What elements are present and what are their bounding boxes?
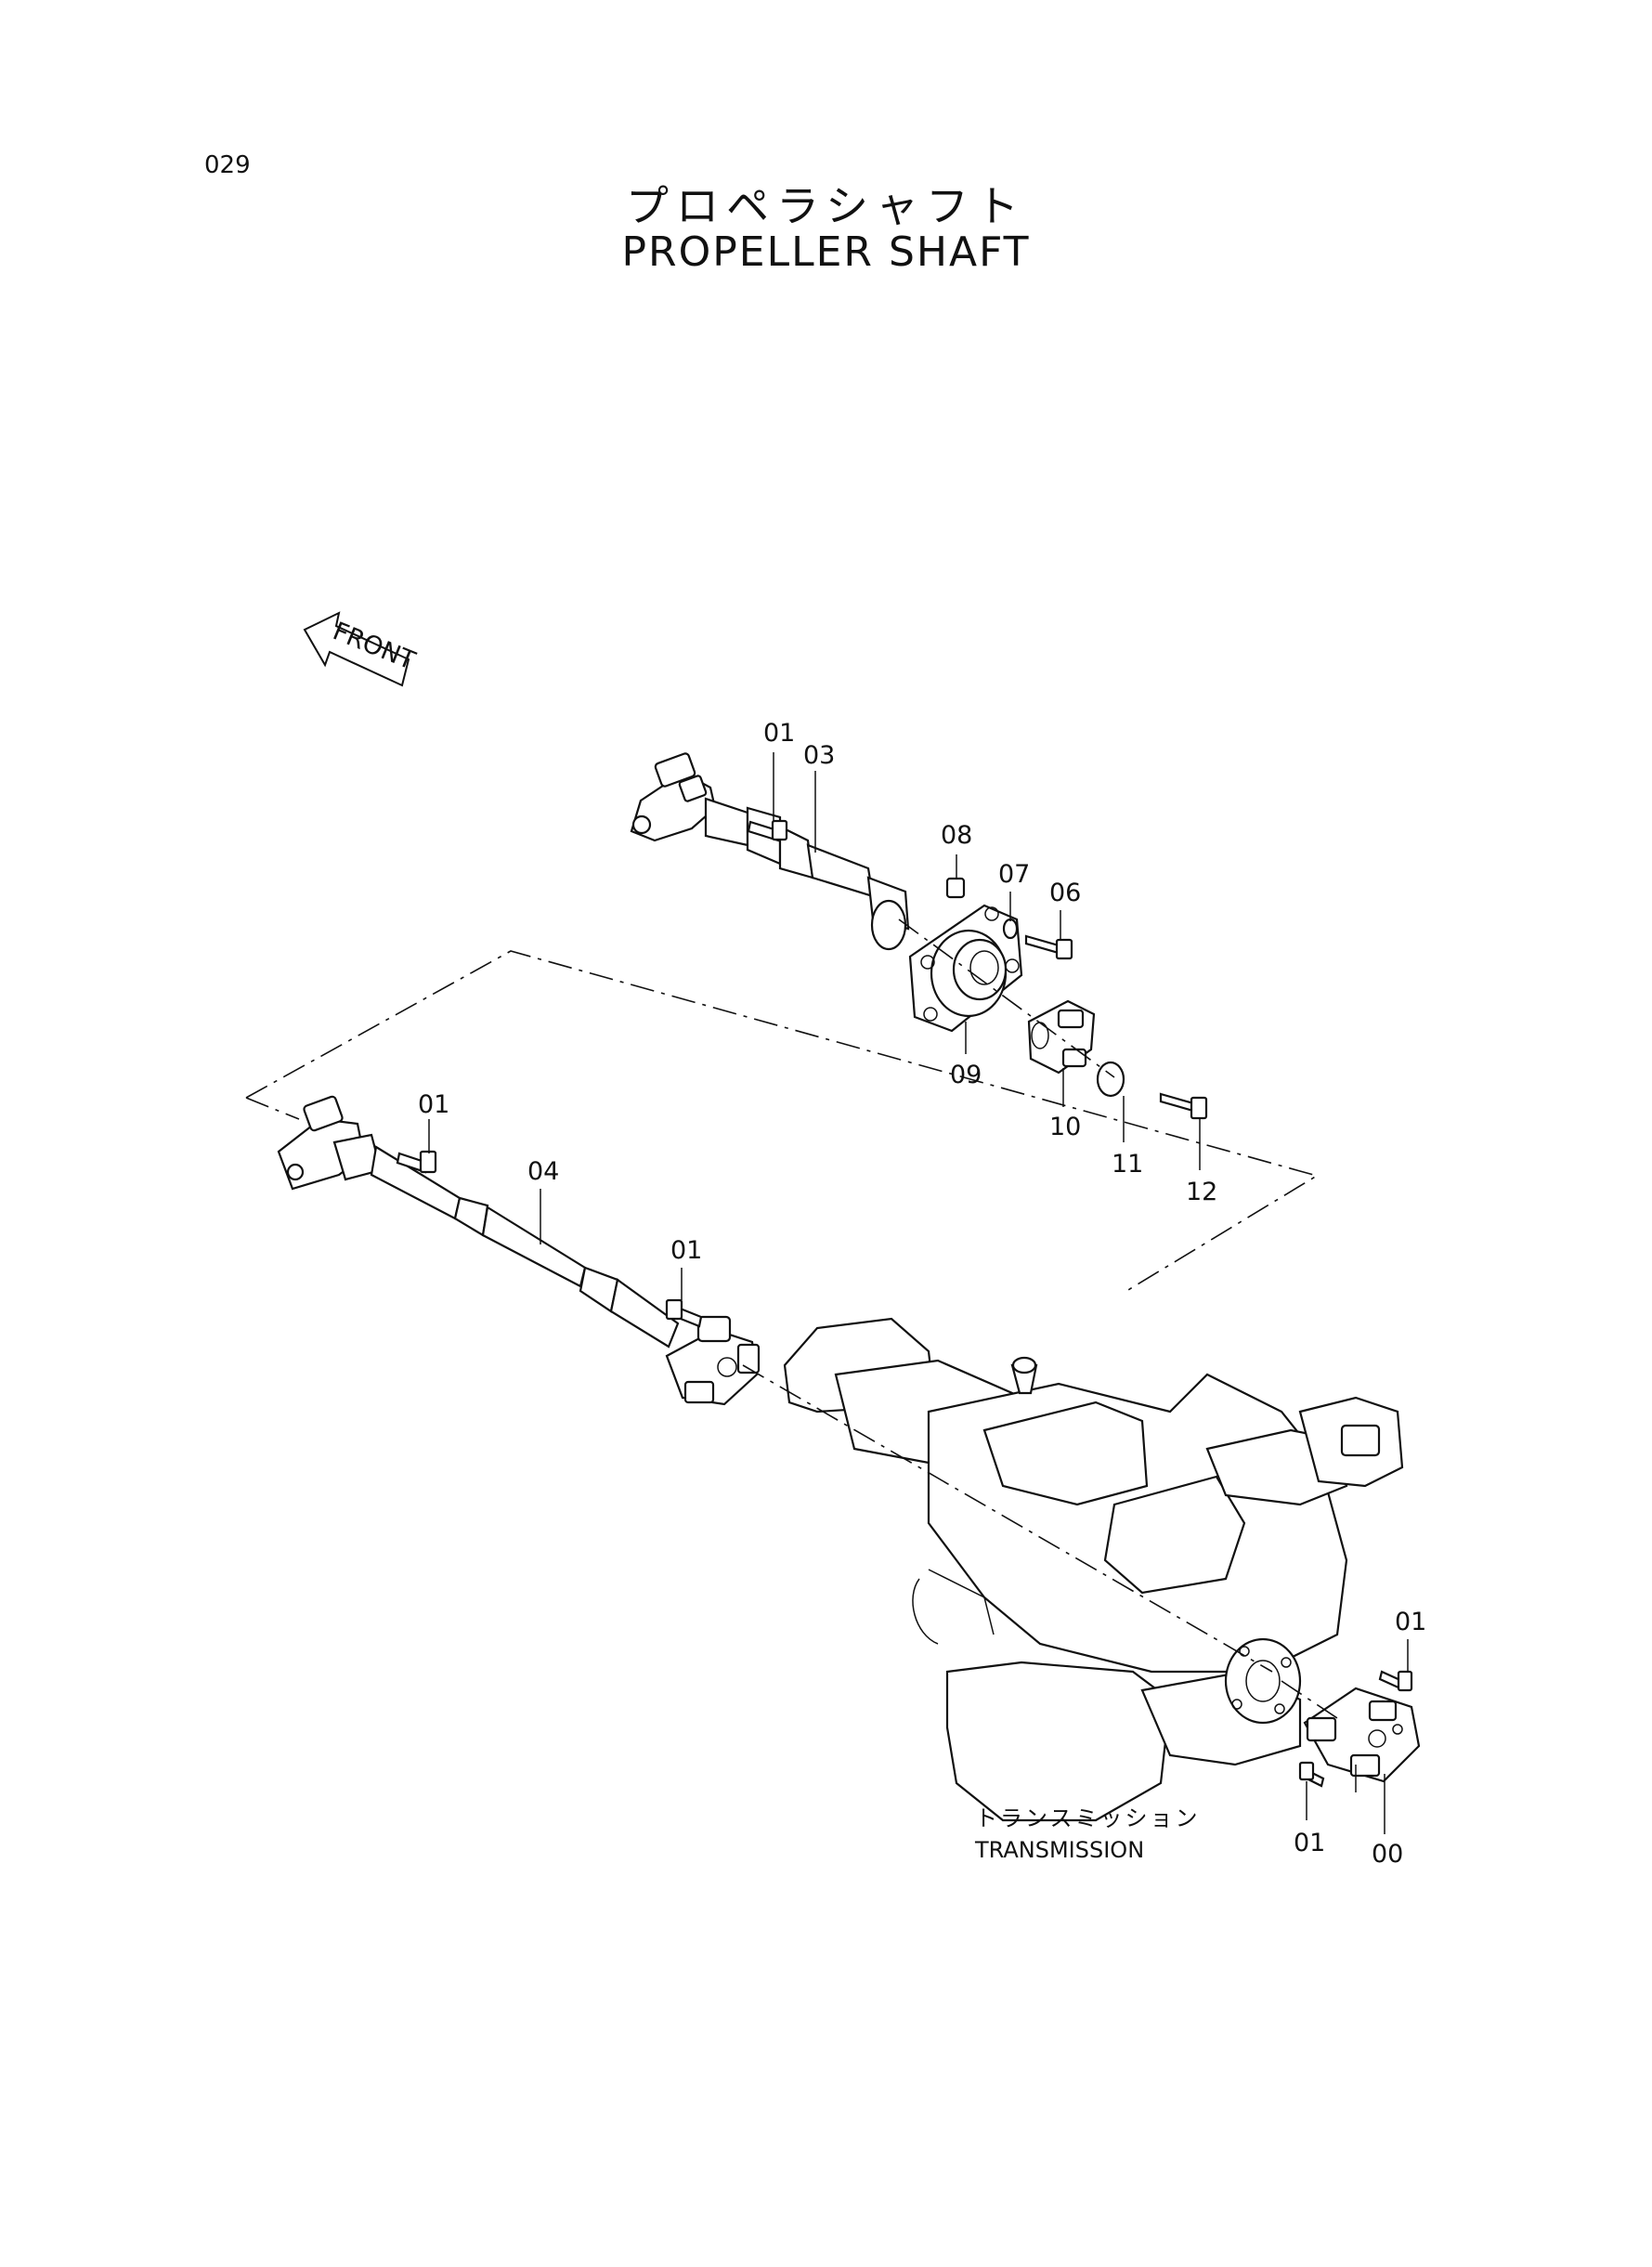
callout-01: 01 — [670, 1236, 702, 1265]
callout-08: 08 — [941, 821, 972, 850]
bolt-01-rear-upper — [1378, 1670, 1413, 1692]
lock-washer — [1002, 918, 1019, 940]
outline-leader — [245, 1097, 300, 1120]
callout-03: 03 — [803, 741, 835, 770]
callout-11: 11 — [1112, 1150, 1143, 1179]
page-title: PROPELLER SHAFT — [621, 228, 1031, 276]
upper-axis-line — [898, 919, 1115, 1078]
rear-axis-line — [1281, 1680, 1338, 1719]
callout-01: 01 — [763, 719, 795, 748]
shaft-axis-line — [742, 1364, 1273, 1673]
bearing-unit — [908, 904, 1023, 1033]
bolt-06 — [1024, 934, 1073, 960]
callout-06: 06 — [1049, 879, 1081, 907]
coupling-10 — [1027, 999, 1096, 1075]
callout-07: 07 — [998, 860, 1030, 889]
bolt-01-shaft — [396, 1150, 437, 1174]
nut — [945, 877, 966, 899]
universal-joint — [665, 1315, 761, 1406]
rear-coupling — [1303, 1687, 1421, 1783]
callout-01: 01 — [418, 1090, 449, 1119]
callout-04: 04 — [527, 1157, 559, 1186]
front-arrow-icon: FRONT — [303, 611, 420, 687]
callout-01: 01 — [1294, 1829, 1325, 1857]
long-propeller-shaft — [277, 1095, 680, 1348]
transmission-housing — [783, 1317, 1404, 1822]
front-label: FRONT — [329, 617, 420, 675]
bolt-12 — [1159, 1092, 1208, 1120]
short-propeller-shaft — [630, 752, 910, 951]
page-number: 029 — [204, 151, 251, 179]
bolt-01-joint — [665, 1298, 703, 1328]
washer — [1096, 1061, 1125, 1098]
callout-10: 10 — [1049, 1113, 1081, 1141]
transmission-label-japanese: トランスミッション — [975, 1805, 1201, 1831]
parts-group-outline — [245, 950, 1319, 1294]
page-title-japanese: プロペラシャフト — [625, 181, 1027, 231]
transmission-label: TRANSMISSION — [974, 1837, 1144, 1863]
callout-09: 09 — [950, 1061, 982, 1089]
leader-lines — [428, 752, 1409, 1834]
callout-00: 00 — [1372, 1840, 1403, 1869]
callout-12: 12 — [1186, 1178, 1217, 1206]
bolt-01-upper — [747, 819, 788, 842]
bolt-01-rear-lower — [1298, 1761, 1325, 1788]
callout-01: 01 — [1395, 1608, 1426, 1636]
